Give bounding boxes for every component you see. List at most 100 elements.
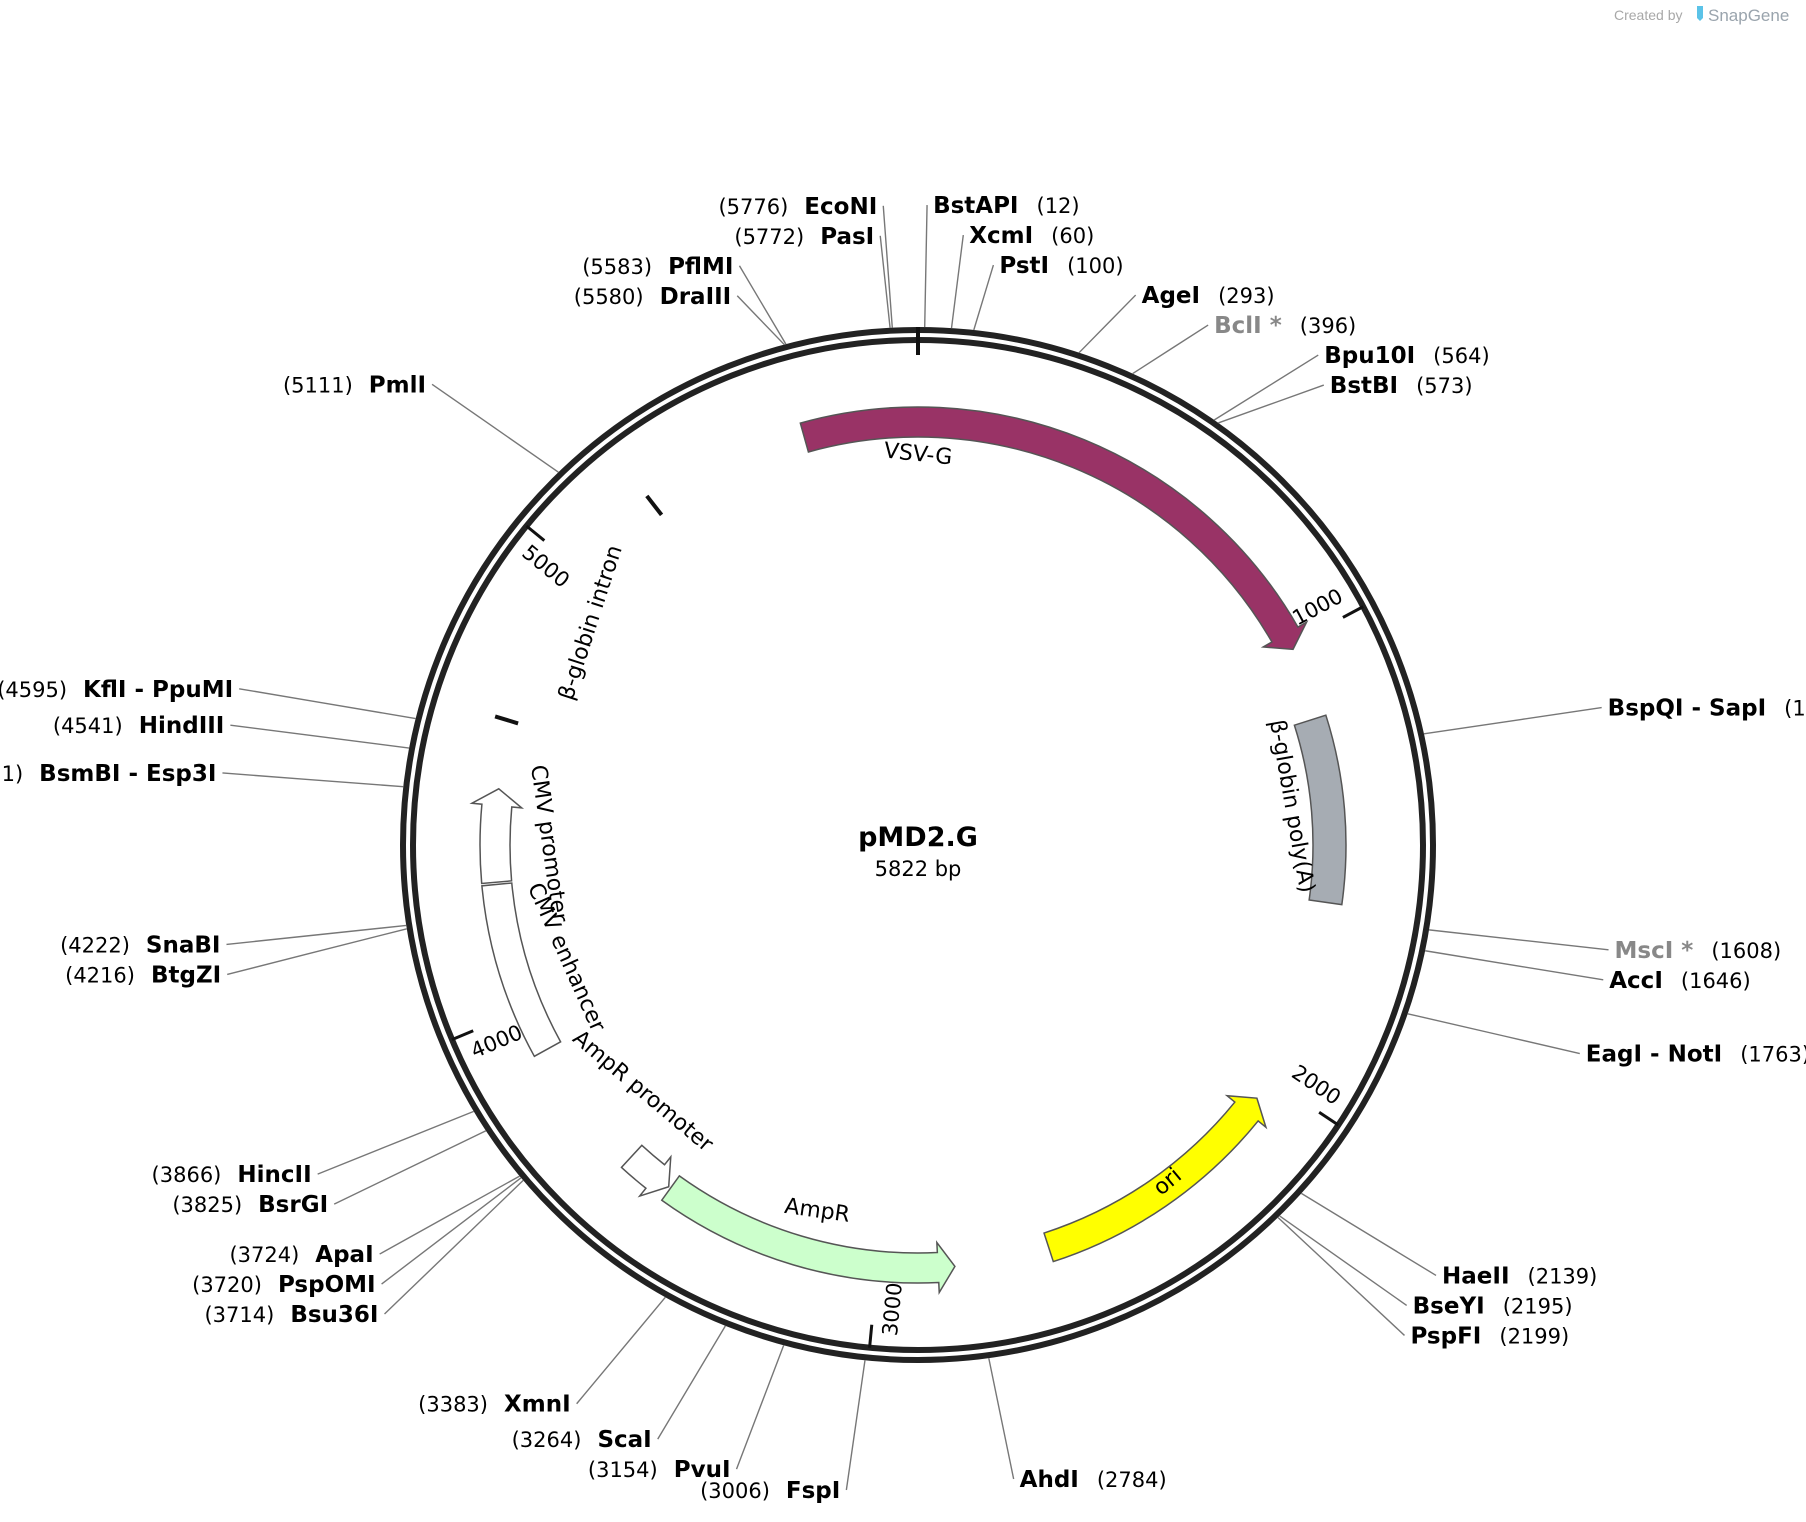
site-pflmi-position: (5583): [582, 255, 652, 279]
site-scai[interactable]: ScaI(3264): [512, 1427, 652, 1453]
site-pasi-name: PasI: [820, 224, 874, 250]
site-fspi-leader: [845, 1360, 866, 1491]
site-pmli-position: (5111): [283, 373, 353, 397]
site-bstapi-name: BstAPI: [933, 193, 1018, 219]
site-pasi[interactable]: PasI (5772): [734, 224, 874, 250]
site-pvui[interactable]: PvuI(3154): [588, 1457, 731, 1483]
feature-globin-poly-a[interactable]: [1293, 714, 1347, 906]
site-bsu36i-leader: [384, 1179, 524, 1315]
site-bseyi[interactable]: BseYI(2195): [1413, 1293, 1573, 1319]
site-bpu10i-name: Bpu10I: [1324, 343, 1415, 369]
feature-ampr-promoter[interactable]: [620, 1144, 672, 1198]
ruler-label-3000: 3000: [878, 1281, 907, 1337]
site-draiii[interactable]: DraIII (5580): [574, 284, 731, 310]
site-fspi[interactable]: FspI(3006): [700, 1478, 840, 1504]
site-btgzi[interactable]: BtgZI(4216): [65, 962, 221, 988]
site-bsrgi-leader: [333, 1130, 487, 1205]
site-bsu36i[interactable]: Bsu36I(3714): [204, 1302, 378, 1328]
site-hincii[interactable]: HincII(3866): [152, 1162, 312, 1188]
site-haeii-position: (2139): [1528, 1264, 1598, 1288]
site-kfli-position: (4595): [0, 678, 67, 702]
site-ahdi[interactable]: AhdI(2784): [1020, 1467, 1167, 1493]
site-kfli-leader: [239, 688, 416, 720]
site-pasi-position: (5772): [734, 225, 804, 249]
snapgene-credit[interactable]: Created by SnapGene: [1614, 6, 1789, 25]
feature-ori[interactable]: [1043, 1094, 1268, 1263]
site-snabi-position: (4222): [60, 933, 130, 957]
site-draiii-leader: [736, 295, 785, 346]
site-snabi-leader: [226, 924, 407, 946]
site-psti[interactable]: PstI(100): [999, 253, 1123, 279]
site-xcmi[interactable]: XcmI(60): [969, 223, 1094, 249]
site-acci-leader: [1424, 950, 1604, 981]
site-xmni[interactable]: XmnI(3383): [418, 1392, 570, 1418]
site-pflmi[interactable]: PflMI (5583): [582, 254, 733, 280]
plasmid-length: 5822 bp: [875, 857, 962, 881]
site-msci-name: MscI *: [1615, 938, 1694, 964]
site-pspomi-position: (3720): [192, 1273, 262, 1297]
site-bpu10i[interactable]: Bpu10I(564): [1324, 343, 1489, 369]
site-labels: EcoNI(5776) PasI (5772)PflMI (5583) DraIII (5…: [0, 193, 1806, 1504]
feature-label-ampr-promoter: AmpR promoter: [568, 1026, 719, 1158]
ruler-tick-2000: [1318, 1110, 1340, 1127]
site-bstbi-name: BstBI: [1330, 373, 1398, 399]
site-hindiii-name: HindIII: [139, 713, 225, 739]
feature-label-vsv-g: VSV-G: [883, 438, 954, 470]
site-econi-position: (5776): [718, 195, 788, 219]
site-pspfi[interactable]: PspFI(2199): [1410, 1323, 1569, 1349]
plasmid-name: pMD2.G: [858, 822, 978, 853]
site-apai-name: ApaI: [315, 1242, 373, 1268]
site-bstbi[interactable]: BstBI(573): [1330, 373, 1473, 399]
site-agei-name: AgeI: [1142, 283, 1200, 309]
feature-cmv-enhancer[interactable]: [481, 882, 562, 1058]
site-scai-name: ScaI: [597, 1427, 651, 1453]
ruler-tick-3000: [868, 1324, 874, 1348]
site-msci[interactable]: MscI *(1608): [1615, 938, 1782, 964]
site-agei-leader: [1078, 294, 1137, 354]
site-acci[interactable]: AccI(1646): [1609, 968, 1750, 994]
site-hindiii[interactable]: HindIII(4541): [53, 713, 225, 739]
site-snabi[interactable]: SnaBI(4222): [60, 932, 220, 958]
site-haeii[interactable]: HaeII(2139): [1442, 1263, 1597, 1289]
site-pflmi-name: PflMI: [668, 254, 733, 280]
site-apai[interactable]: ApaI(3724): [229, 1242, 373, 1268]
site-draiii-name: DraIII: [660, 284, 732, 310]
site-bsrgi[interactable]: BsrGI(3825): [172, 1192, 328, 1218]
site-acci-name: AccI: [1609, 968, 1663, 994]
site-bspqi-position: (1255): [1784, 697, 1806, 721]
site-pasi-leader: [879, 235, 891, 328]
feature-globin-intron-end-0: [494, 714, 519, 726]
site-bspqi-name: BspQI - SapI: [1608, 696, 1766, 722]
site-xmni-leader: [576, 1296, 666, 1405]
ruler-tick-1000: [1342, 605, 1364, 619]
site-bsmbi[interactable]: BsmBI - Esp3I(4471): [0, 761, 216, 787]
site-pflmi-leader: [738, 265, 787, 345]
feature-vsv-g[interactable]: [799, 406, 1309, 651]
site-bcli[interactable]: BclI *(396): [1214, 313, 1356, 339]
site-bsmbi-name: BsmBI - Esp3I: [39, 761, 216, 787]
ruler-tick-5000: [525, 524, 546, 542]
site-bseyi-name: BseYI: [1413, 1293, 1485, 1319]
credit-brand: SnapGene: [1708, 6, 1789, 25]
site-btgzi-position: (4216): [65, 963, 135, 987]
site-bstapi-leader: [924, 205, 928, 328]
ruler-label-1000: 1000: [1288, 584, 1346, 630]
feature-cmv-promoter[interactable]: [469, 787, 525, 885]
site-econi[interactable]: EcoNI(5776): [718, 194, 877, 220]
site-bspqi[interactable]: BspQI - SapI (1255): [1608, 696, 1806, 722]
site-kfli-name: KflI - PpuMI: [83, 677, 233, 703]
site-eagi[interactable]: EagI - NotI(1763): [1586, 1042, 1806, 1068]
site-draiii-position: (5580): [574, 285, 644, 309]
site-bseyi-leader: [1279, 1215, 1408, 1307]
site-econi-leader: [882, 205, 893, 328]
site-pvui-position: (3154): [588, 1458, 658, 1482]
feature-ampr[interactable]: [660, 1174, 956, 1296]
site-eagi-leader: [1407, 1013, 1580, 1055]
site-agei[interactable]: AgeI(293): [1142, 283, 1275, 309]
site-bspqi-leader: [1423, 706, 1602, 735]
site-bsrgi-position: (3825): [172, 1193, 242, 1217]
site-bstapi[interactable]: BstAPI(12): [933, 193, 1080, 219]
site-kfli[interactable]: KflI - PpuMI (4595): [0, 677, 233, 703]
site-pspomi[interactable]: PspOMI(3720): [192, 1272, 375, 1298]
site-pmli[interactable]: PmlI(5111): [283, 372, 426, 398]
